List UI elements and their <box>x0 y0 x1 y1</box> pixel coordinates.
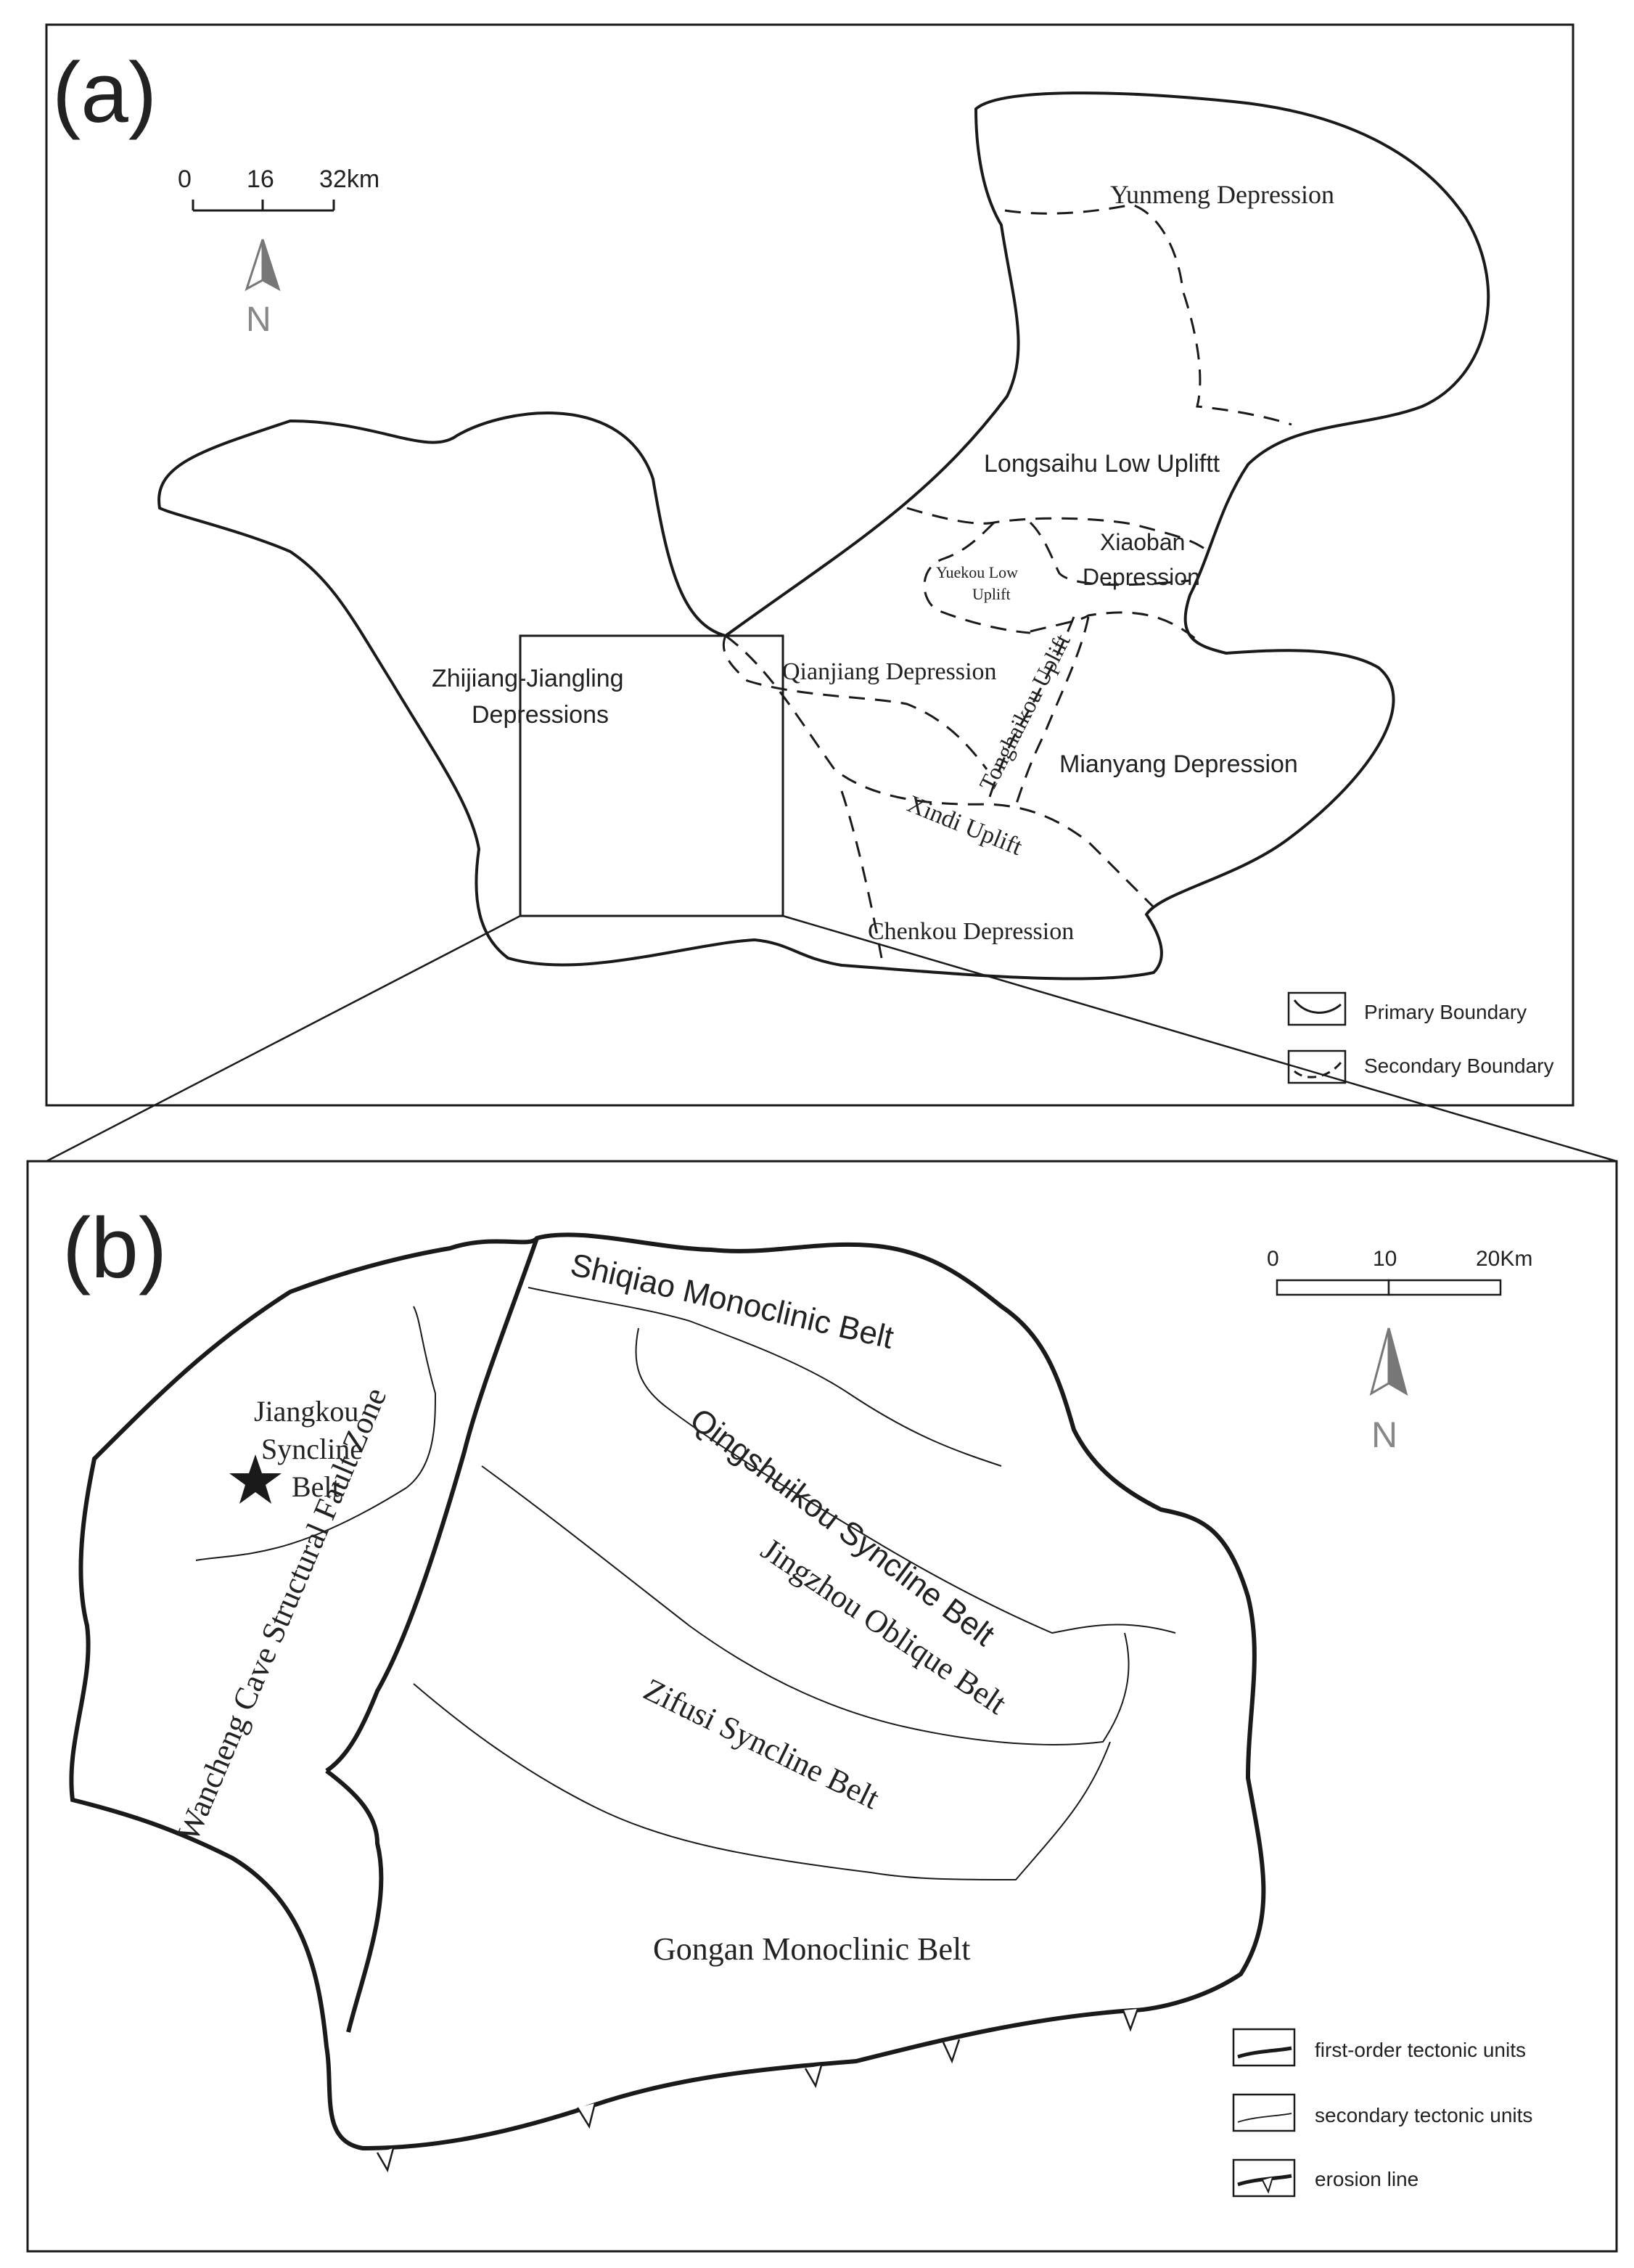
southwest-sub-boundary <box>325 1769 384 2033</box>
scale-b-tick-0: 0 <box>1267 1247 1279 1271</box>
scale-tick-16: 16 <box>247 165 274 193</box>
label-xindi-uplift: Xindi Uplift <box>903 790 1026 861</box>
secondary-boundaries <box>722 203 1292 959</box>
label-jiangkou-line3: Belt <box>292 1470 340 1503</box>
label-xiaoban-line1: Xiaoban <box>1100 529 1185 555</box>
panel-a-scale-bar: 0 16 32km <box>178 165 379 212</box>
scale-b-tick-10: 10 <box>1373 1247 1397 1271</box>
north-arrow-icon: N <box>245 239 281 339</box>
primary-boundary-outline <box>157 91 1490 981</box>
connector-right <box>782 914 1617 1163</box>
scale-b-tick-20km: 20Km <box>1476 1247 1532 1271</box>
secondary-tectonic-lines <box>195 1287 1176 1881</box>
first-order-tectonic-outline <box>69 1232 1266 2151</box>
panel-b-frame <box>26 1160 1618 2253</box>
north-arrow-icon: N <box>1369 1327 1408 1455</box>
scale-tick-0: 0 <box>178 165 192 193</box>
label-jiangkou-line2: Syncline <box>261 1433 363 1465</box>
label-yunmeng-depression: Yunmeng Depression <box>1110 180 1334 209</box>
label-chenkou-depression: Chenkou Depression <box>868 918 1074 945</box>
wancheng-fault-line <box>325 1237 539 1773</box>
label-qianjiang-depression: Qianjiang Depression <box>782 658 997 685</box>
panel-b-scale-bar: 0 10 20Km <box>1267 1247 1532 1296</box>
label-yuekou-line1: Yuekou Low <box>936 563 1018 581</box>
label-yuekou-line2: Uplift <box>972 585 1011 603</box>
panel-a-legend: Primary Boundary Secondary Boundary <box>1287 991 1554 1084</box>
label-zifusi-syncline-belt: Zifusi Syncline Belt <box>639 1671 885 1816</box>
north-label: N <box>246 300 271 339</box>
panel-a-label: (a) <box>52 45 157 141</box>
label-gongan-monoclinic-belt: Gongan Monoclinic Belt <box>653 1931 971 1967</box>
connector-left <box>46 914 521 1163</box>
panel-a-frame <box>45 23 1575 1107</box>
legend-first-order: first-order tectonic units <box>1315 2039 1526 2061</box>
panel-b-label: (b) <box>62 1200 167 1296</box>
label-jiangkou-line1: Jiangkou <box>254 1395 358 1428</box>
legend-primary-boundary: Primary Boundary <box>1364 1001 1527 1023</box>
label-zhijiang-line1: Zhijiang-Jiangling <box>432 665 624 692</box>
star-marker-icon <box>229 1454 282 1504</box>
panel-b: (b) 0 10 20Km N <box>26 1160 1618 2253</box>
label-zhijiang-line2: Depressions <box>472 701 609 729</box>
panel-a: (a) 0 16 32km N <box>45 23 1617 1163</box>
scale-tick-32km: 32km <box>319 165 379 193</box>
legend-secondary-units: secondary tectonic units <box>1315 2104 1532 2126</box>
panel-b-legend: first-order tectonic units secondary tec… <box>1232 2028 1532 2198</box>
label-mianyang-depression: Mianyang Depression <box>1059 750 1298 778</box>
study-area-box <box>519 634 784 917</box>
north-label-b: N <box>1371 1415 1397 1455</box>
label-longsaihu-low-uplift: Longsaihu Low Upliftt <box>984 450 1220 478</box>
label-xiaoban-line2: Depression <box>1083 564 1200 590</box>
label-shiqiao-monoclinic-belt: Shiqiao Monoclinic Belt <box>567 1247 897 1356</box>
legend-secondary-boundary: Secondary Boundary <box>1364 1055 1554 1077</box>
erosion-ticks <box>376 2008 1139 2173</box>
legend-erosion-line: erosion line <box>1315 2168 1419 2190</box>
